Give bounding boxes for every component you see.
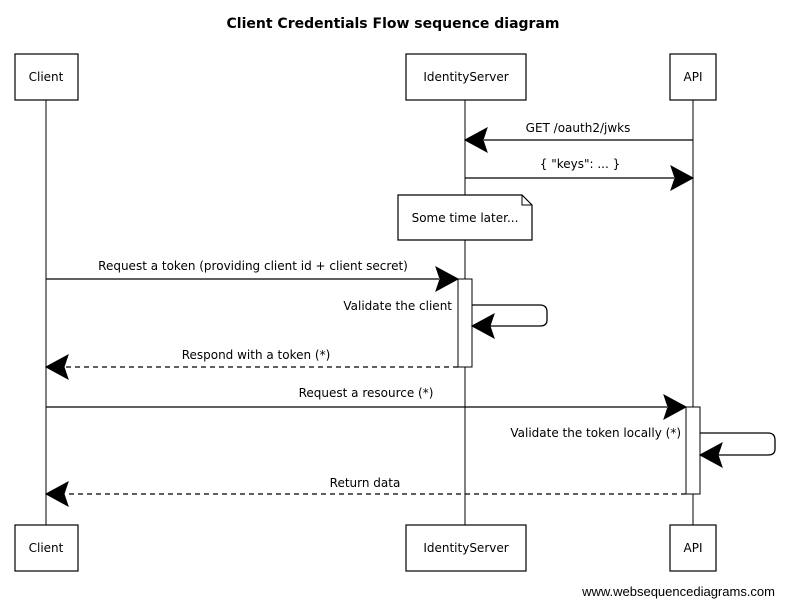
message-label: Request a token (providing client id + c… [98, 259, 408, 273]
participant-api-bottom: API [669, 524, 717, 572]
participant-identityserver-bottom: IdentityServer [405, 524, 527, 572]
message-label: GET /oauth2/jwks [526, 121, 631, 135]
note-text: Some time later... [412, 211, 519, 225]
participant-identityserver-top: IdentityServer [405, 53, 527, 101]
message-label: { "keys": ... } [540, 157, 621, 171]
diagram-title: Client Credentials Flow sequence diagram [227, 16, 560, 32]
arrowhead-icon [470, 312, 495, 340]
participant-label: IdentityServer [423, 70, 508, 84]
participant-label: API [684, 70, 703, 84]
message-validate-token: Validate the token locally (*) [510, 426, 776, 469]
message-label: Validate the token locally (*) [510, 426, 681, 440]
message-label: Request a resource (*) [299, 386, 434, 400]
participant-client-top: Client [14, 53, 79, 101]
identityserver-activation [457, 278, 473, 368]
arrowhead-icon [663, 393, 688, 421]
participant-label: Client [29, 70, 64, 84]
arrowhead-icon [463, 126, 488, 154]
footer-credit: www.websequencediagrams.com [581, 584, 775, 599]
message-label: Return data [330, 476, 401, 490]
participant-label: IdentityServer [423, 541, 508, 555]
arrowhead-icon [698, 441, 723, 469]
note-some-time-later: Some time later... [397, 194, 533, 241]
message-label: Validate the client [343, 299, 452, 313]
message-respond-token: Respond with a token (*) [44, 348, 458, 381]
arrowhead-icon [435, 265, 460, 293]
message-keys-response: { "keys": ... } [465, 157, 695, 192]
arrowhead-icon [44, 480, 69, 508]
arrowhead-icon [44, 353, 69, 381]
message-return-data: Return data [44, 476, 686, 508]
message-get-jwks: GET /oauth2/jwks [463, 121, 693, 154]
participant-label: Client [29, 541, 64, 555]
message-request-resource: Request a resource (*) [46, 386, 688, 421]
participant-client-bottom: Client [14, 524, 79, 572]
arrowhead-icon [670, 164, 695, 192]
message-request-token: Request a token (providing client id + c… [46, 259, 460, 293]
message-validate-client: Validate the client [343, 299, 548, 340]
message-label: Respond with a token (*) [182, 348, 331, 362]
api-activation [685, 406, 701, 495]
participant-api-top: API [669, 53, 717, 101]
participant-label: API [684, 541, 703, 555]
